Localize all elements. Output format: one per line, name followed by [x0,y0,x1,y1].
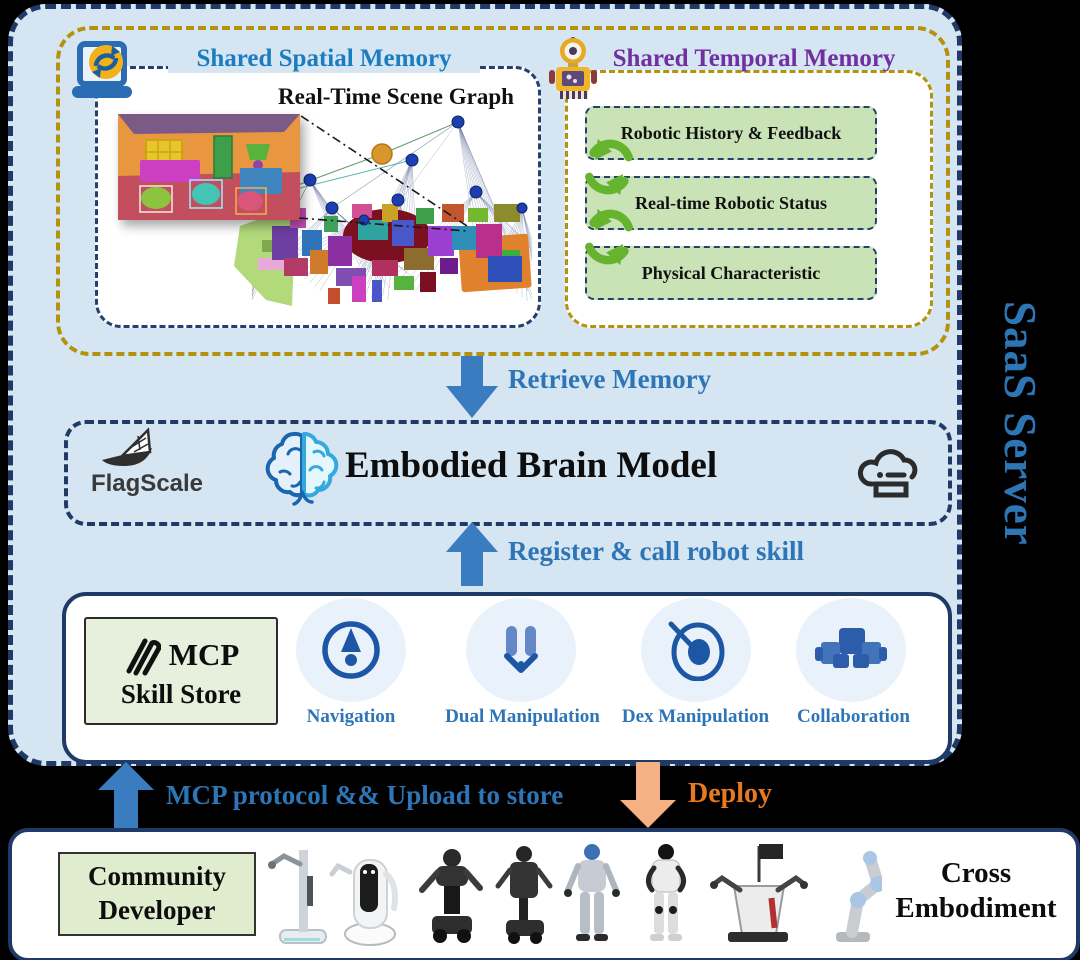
temporal-memory-title: Shared Temporal Memory [612,45,896,72]
deploy-label: Deploy [688,778,772,809]
upload-arrow-icon [98,762,154,828]
humanoid-blue-head-image [564,844,620,941]
skill-label-dex: Dex Manipulation [621,706,770,727]
skill-label-collab: Collaboration [797,706,910,727]
robot-lineup-image [268,844,882,946]
cloud-server-icon [857,449,918,498]
skill-dual-manipulation [466,598,576,702]
cross-line2: Embodiment [895,891,1057,924]
skill-collaboration [796,598,906,702]
flagscale-label: FlagScale [90,470,204,497]
cross-embodiment-box [8,828,1080,960]
zoom-connector-lines [298,115,468,232]
community-developer-card: Community Developer [58,852,256,936]
temporal-item-status: Real-time Robotic Status [585,176,877,230]
blocks-icon [815,628,887,668]
temporal-item-history: Robotic History & Feedback [585,106,877,160]
temporal-item-physical: Physical Characteristic [585,246,877,300]
register-skill-label: Register & call robot skill [508,536,804,566]
embodied-brain-box [64,420,952,526]
cross-line1: Cross [940,857,1012,889]
laptop-sync-icon [72,41,132,98]
community-line2: Developer [98,895,216,925]
sync-loop-icon [585,208,633,266]
mcp-store-card: MCP Skill Store [84,617,278,725]
embodied-brain-title: Embodied Brain Model [345,445,718,486]
wheeled-humanoid-image [419,849,483,943]
dual-arm-station-image [710,844,808,942]
service-robot-image [329,859,398,946]
robot-arm-image [836,851,882,942]
room-snapshot-image [118,114,300,220]
skill-navigation [296,598,406,702]
deploy-arrow-icon [620,762,676,828]
compass-icon [322,621,380,679]
up-arrow-icon [446,522,498,586]
spatial-memory-title: Shared Spatial Memory [168,45,480,73]
down-arrow-icon [446,356,498,418]
skill-dex-manipulation [641,598,751,702]
brain-icon [265,431,339,506]
scene-graph-image [234,115,533,306]
sync-loop-icon [585,138,633,196]
community-line1: Community [87,861,226,892]
pole-robot-image [268,850,327,944]
robot-icon [549,37,597,99]
cross-embodiment-label: Cross Embodiment [880,856,1072,926]
orbit-icon [668,621,725,681]
mcp-store-line2: Skill Store [120,678,242,709]
tall-wheeled-robot-image [495,846,553,944]
humanoid-black-head-image [646,844,686,941]
saas-server-label: SaaS Server [995,300,1045,546]
flagscale-logo-icon [102,427,152,466]
gripper-icon [504,626,538,673]
skill-label-dual: Dual Manipulation [445,706,600,727]
mcp-logo-icon [126,638,161,675]
skill-label-navigation: Navigation [306,706,396,727]
scene-graph-title: Real-Time Scene Graph [278,84,514,109]
upload-to-store-label: MCP protocol && Upload to store [166,780,564,810]
shared-memory-section [56,26,950,356]
retrieve-memory-label: Retrieve Memory [508,364,712,394]
mcp-store-line1: MCP [168,636,240,672]
